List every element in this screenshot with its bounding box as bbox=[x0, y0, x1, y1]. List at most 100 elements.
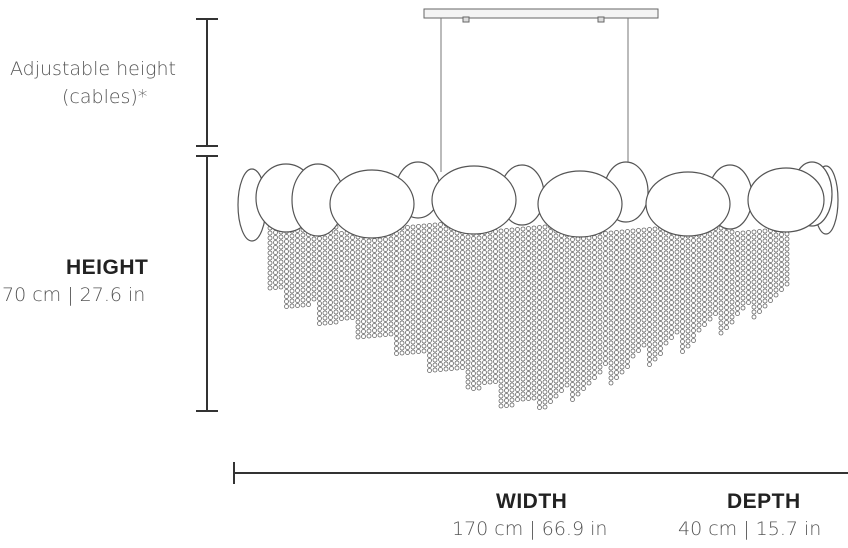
crystal-bead bbox=[438, 302, 443, 307]
crystal-bead bbox=[542, 249, 548, 255]
crystal-bead bbox=[718, 245, 724, 251]
crystal-bead bbox=[449, 366, 454, 371]
crystal-bead bbox=[669, 245, 674, 250]
crystal-bead bbox=[674, 304, 680, 310]
crystal-bead bbox=[465, 264, 471, 270]
crystal-bead bbox=[471, 351, 476, 356]
crystal-bead bbox=[509, 307, 515, 313]
crystal-bead bbox=[586, 265, 592, 271]
crystal-bead bbox=[361, 274, 366, 279]
crystal-bead bbox=[366, 308, 372, 314]
crystal-bead bbox=[322, 265, 328, 271]
crystal-bead bbox=[663, 270, 669, 276]
crystal-bead bbox=[443, 311, 449, 317]
crystal-bead bbox=[713, 276, 718, 281]
crystal-bead bbox=[746, 260, 751, 265]
crystal-bead bbox=[460, 275, 465, 280]
crystal-bead bbox=[779, 242, 784, 247]
crystal-bead bbox=[509, 247, 515, 253]
crystal-bead bbox=[559, 263, 564, 268]
crystal-bead bbox=[333, 234, 339, 240]
crystal-bead bbox=[586, 285, 592, 291]
crystal-bead bbox=[482, 295, 487, 300]
crystal-bead bbox=[432, 307, 438, 313]
crystal-bead bbox=[663, 275, 669, 281]
crystal-bead bbox=[592, 310, 597, 315]
crystal-bead bbox=[493, 239, 498, 244]
crystal-bead bbox=[575, 356, 581, 362]
crystal-bead bbox=[465, 349, 471, 355]
crystal-bead bbox=[322, 305, 328, 311]
crystal-bead bbox=[460, 320, 465, 325]
crystal-bead bbox=[652, 321, 658, 327]
crystal-bead bbox=[597, 294, 603, 300]
crystal-bead bbox=[427, 298, 432, 303]
crystal-bead bbox=[707, 286, 713, 292]
crystal-bead bbox=[542, 239, 548, 245]
crystal-bead bbox=[388, 311, 394, 317]
crystal-bead bbox=[515, 357, 520, 362]
crystal-bead bbox=[680, 264, 685, 269]
crystal-bead bbox=[592, 370, 597, 375]
crystal-bead bbox=[421, 303, 427, 309]
crystal-bead bbox=[526, 261, 531, 266]
crystal-bead bbox=[328, 295, 333, 300]
crystal-bead bbox=[713, 246, 718, 251]
crystal-bead bbox=[691, 283, 696, 288]
crystal-bead bbox=[564, 267, 570, 273]
crystal-bead bbox=[564, 367, 570, 373]
crystal-bead bbox=[581, 341, 586, 346]
crystal-bead bbox=[410, 259, 416, 265]
crystal-bead bbox=[465, 234, 471, 240]
crystal-bead bbox=[421, 293, 427, 299]
crystal-bead bbox=[449, 246, 454, 251]
crystal-bead bbox=[680, 304, 685, 309]
crystal-bead bbox=[542, 289, 548, 295]
crystal-bead bbox=[388, 251, 394, 257]
crystal-bead bbox=[482, 235, 487, 240]
crystal-bead bbox=[520, 386, 526, 392]
crystal-bead bbox=[405, 270, 410, 275]
crystal-bead bbox=[564, 332, 570, 338]
crystal-bead bbox=[498, 383, 504, 389]
crystal-bead bbox=[542, 279, 548, 285]
crystal-bead bbox=[713, 311, 718, 316]
crystal-bead bbox=[333, 274, 339, 280]
crystal-bead bbox=[575, 366, 581, 372]
crystal-bead bbox=[388, 241, 394, 247]
crystal-bead bbox=[647, 317, 652, 322]
crystal-bead bbox=[526, 276, 531, 281]
height-bracket bbox=[196, 155, 218, 412]
crystal-bead bbox=[603, 346, 608, 351]
crystal-bead bbox=[619, 229, 625, 235]
crystal-bead bbox=[630, 303, 636, 309]
crystal-bead bbox=[405, 275, 410, 280]
crystal-bead bbox=[663, 295, 669, 301]
crystal-bead bbox=[696, 307, 702, 313]
crystal-bead bbox=[586, 360, 592, 366]
crystal-bead bbox=[377, 322, 383, 328]
crystal-bead bbox=[531, 260, 537, 266]
crystal-bead bbox=[724, 295, 729, 300]
crystal-bead bbox=[784, 271, 790, 277]
crystal-bead bbox=[553, 358, 559, 364]
crystal-bead bbox=[636, 303, 641, 308]
crystal-bead bbox=[707, 306, 713, 312]
crystal-bead bbox=[443, 241, 449, 247]
crystal-bead bbox=[333, 294, 339, 300]
crystal-bead bbox=[504, 298, 509, 303]
crystal-bead bbox=[669, 335, 674, 340]
crystal-bead bbox=[685, 283, 691, 289]
crystal-bead bbox=[592, 255, 597, 260]
crystal-bead bbox=[564, 237, 570, 243]
crystal-bead bbox=[586, 375, 592, 381]
crystal-bead bbox=[344, 275, 350, 281]
crystal-bead bbox=[680, 294, 685, 299]
crystal-bead bbox=[355, 319, 361, 325]
crystal-bead bbox=[366, 238, 372, 244]
crystal-bead bbox=[355, 239, 361, 245]
crystal-bead bbox=[328, 315, 333, 320]
crystal-bead bbox=[399, 240, 405, 246]
crystal-bead bbox=[361, 279, 366, 284]
crystal-bead bbox=[416, 224, 421, 229]
